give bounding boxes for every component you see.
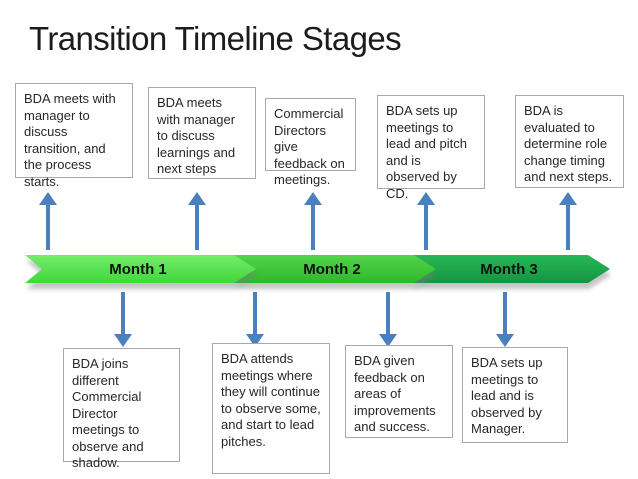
stage-box-top-5: BDA is evaluated to determine role chang… [515,95,624,188]
connector-down-arrow-icon [246,292,264,347]
arrow-shaft [311,205,315,250]
arrow-head [188,192,206,205]
stage-box-top-4: BDA sets up meetings to lead and pitch a… [377,95,485,201]
arrow-shaft [386,292,390,334]
arrow-shaft [503,292,507,334]
stage-box-top-1: BDA meets with manager to discuss transi… [15,83,133,189]
arrow-head [39,192,57,205]
connector-up-arrow-icon [188,192,206,250]
chevron-shape: Month 1 [25,255,256,283]
arrow-head [559,192,577,205]
connector-up-arrow-icon [39,192,57,250]
connector-down-arrow-icon [496,292,514,347]
arrow-shaft [121,292,125,334]
timeline-segment-month3: Month 3 [413,255,610,283]
stage-box-top-2: BDA meets with manager to discuss learni… [148,87,256,179]
arrow-shaft [46,205,50,250]
connector-up-arrow-icon [304,192,322,250]
timeline-segment-label: Month 2 [303,260,361,278]
timeline-segment-month2: Month 2 [233,255,436,283]
timeline-segment-label: Month 1 [109,260,167,278]
connector-down-arrow-icon [114,292,132,347]
connector-down-arrow-icon [379,292,397,347]
arrow-head [114,334,132,347]
arrow-head [379,334,397,347]
stage-box-bottom-2: BDA attends meetings where they will con… [212,343,330,474]
arrow-shaft [424,205,428,250]
arrow-head [304,192,322,205]
arrow-head [496,334,514,347]
stage-box-bottom-3: BDA given feedback on areas of improveme… [345,345,453,438]
slide-title: Transition Timeline Stages [29,20,402,57]
stage-box-top-3: Commercial Directors give feedback on me… [265,98,356,187]
connector-up-arrow-icon [559,192,577,250]
chevron-shape: Month 3 [413,255,610,283]
arrow-shaft [253,292,257,334]
connector-up-arrow-icon [417,192,435,250]
arrow-head [417,192,435,205]
timeline-bar: Month 1 Month 2 Month 3 [25,255,610,283]
timeline-segment-month1: Month 1 [25,255,256,283]
stage-box-bottom-1: BDA joins different Commercial Director … [63,348,180,470]
arrow-shaft [566,205,570,250]
timeline-segment-label: Month 3 [480,260,538,278]
chevron-shape: Month 2 [233,255,436,283]
stage-box-bottom-4: BDA sets up meetings to lead and is obse… [462,347,568,443]
arrow-shaft [195,205,199,250]
